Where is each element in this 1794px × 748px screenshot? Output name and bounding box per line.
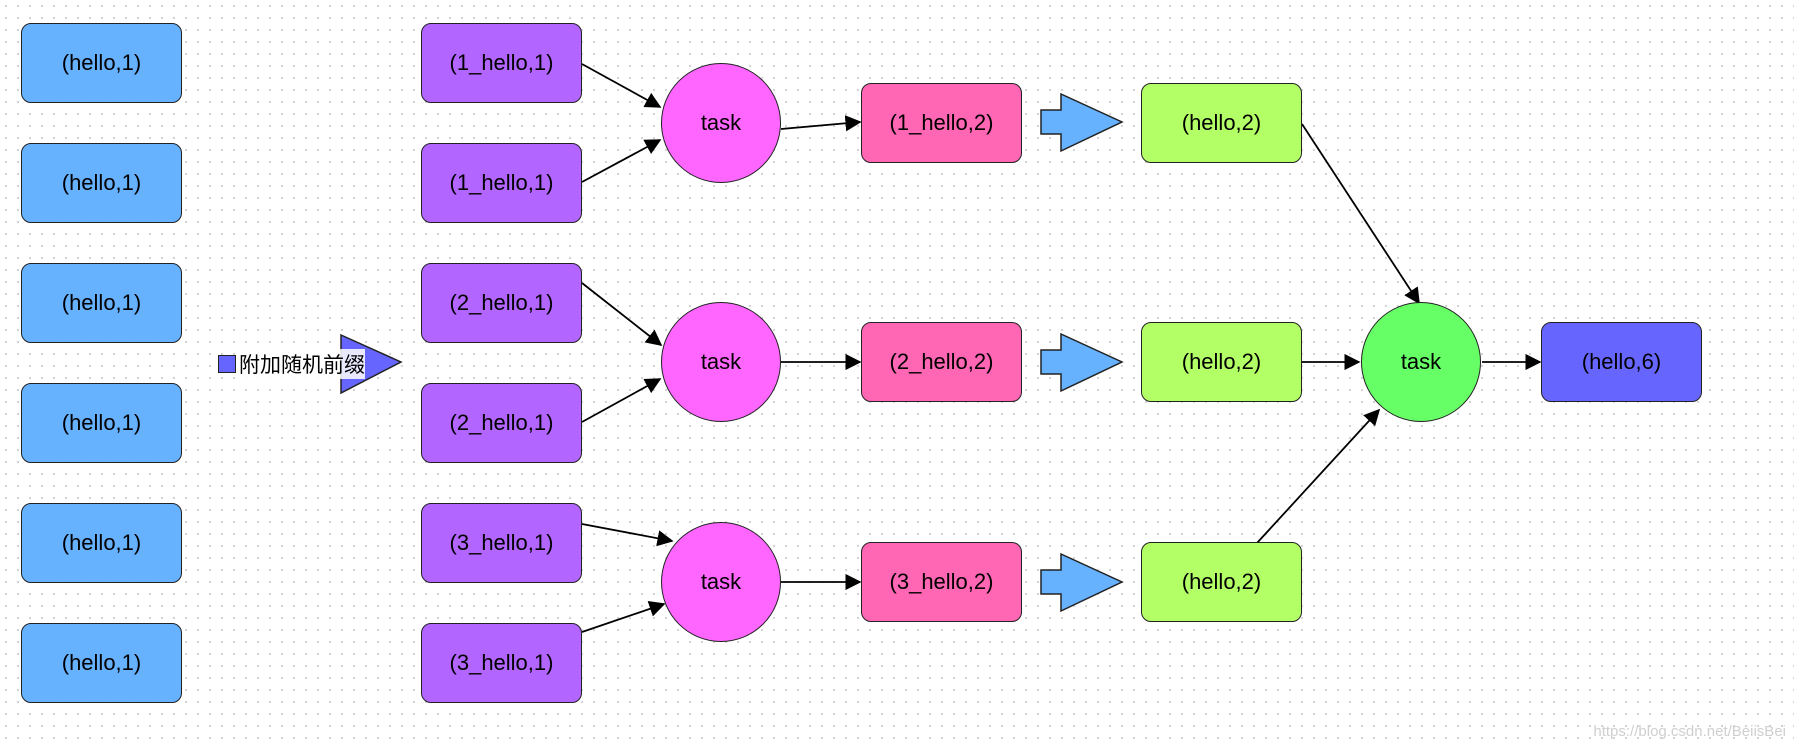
global-task: task xyxy=(1361,302,1481,422)
prefixed-node-1: (1_hello,1) xyxy=(421,23,582,103)
prefixed-node-label: (2_hello,1) xyxy=(449,290,554,315)
local-task-3: task xyxy=(661,522,781,642)
stripped-result-1: (hello,2) xyxy=(1141,83,1302,163)
prefixed-node-2: (1_hello,1) xyxy=(421,143,582,223)
prefixed-node-3: (2_hello,1) xyxy=(421,263,582,343)
prefixed-node-label: (3_hello,1) xyxy=(449,650,554,675)
arrow-prefixed3-task2 xyxy=(581,282,663,347)
input-node-5: (hello,1) xyxy=(21,503,182,583)
task-label: task xyxy=(700,569,742,594)
block-arrow-3 xyxy=(1040,552,1124,613)
arrow-prefixed6-task3 xyxy=(581,601,666,633)
partial-result-label: (2_hello,2) xyxy=(889,349,994,374)
local-task-2: task xyxy=(661,302,781,422)
block-arrow-2 xyxy=(1040,332,1124,393)
arrow-prefixed5-task3 xyxy=(581,523,674,547)
input-node-label: (hello,1) xyxy=(61,170,142,195)
block-arrow-1 xyxy=(1040,92,1124,153)
legend-label: 附加随机前缀 xyxy=(239,349,365,379)
arrow-prefixed1-task1 xyxy=(581,63,662,108)
input-node-label: (hello,1) xyxy=(61,530,142,555)
input-node-3: (hello,1) xyxy=(21,263,182,343)
stripped-result-label: (hello,2) xyxy=(1181,349,1262,374)
partial-result-1: (1_hello,2) xyxy=(861,83,1022,163)
stripped-result-label: (hello,2) xyxy=(1181,569,1262,594)
partial-result-label: (1_hello,2) xyxy=(889,110,994,135)
partial-result-2: (2_hello,2) xyxy=(861,322,1022,402)
prefixed-node-5: (3_hello,1) xyxy=(421,503,582,583)
partial-result-3: (3_hello,2) xyxy=(861,542,1022,622)
partial-result-label: (3_hello,2) xyxy=(889,569,994,594)
arrow-stripped1-global xyxy=(1301,123,1420,305)
input-node-6: (hello,1) xyxy=(21,623,182,703)
task-label: task xyxy=(700,349,742,374)
stripped-result-label: (hello,2) xyxy=(1181,110,1262,135)
input-node-label: (hello,1) xyxy=(61,50,142,75)
input-node-label: (hello,1) xyxy=(61,650,142,675)
task-label: task xyxy=(1400,349,1442,374)
input-node-4: (hello,1) xyxy=(21,383,182,463)
task-label: task xyxy=(700,110,742,135)
prefixed-node-6: (3_hello,1) xyxy=(421,623,582,703)
watermark: https://blog.csdn.net/BeiisBei xyxy=(1593,723,1786,740)
arrow-prefixed2-task1 xyxy=(581,139,662,183)
legend-swatch xyxy=(218,355,236,373)
stripped-result-3: (hello,2) xyxy=(1141,542,1302,622)
prefixed-node-4: (2_hello,1) xyxy=(421,383,582,463)
final-result-label: (hello,6) xyxy=(1581,349,1662,374)
input-node-2: (hello,1) xyxy=(21,143,182,223)
input-node-label: (hello,1) xyxy=(61,290,142,315)
arrow-task1-partial1 xyxy=(780,115,862,132)
stripped-result-2: (hello,2) xyxy=(1141,322,1302,402)
input-node-1: (hello,1) xyxy=(21,23,182,103)
prefixed-node-label: (2_hello,1) xyxy=(449,410,554,435)
arrow-stripped3-global xyxy=(1256,408,1381,544)
input-node-label: (hello,1) xyxy=(61,410,142,435)
arrow-prefixed4-task2 xyxy=(581,378,662,423)
prefixed-node-label: (1_hello,1) xyxy=(449,50,554,75)
prefixed-node-label: (3_hello,1) xyxy=(449,530,554,555)
legend: 附加随机前缀 xyxy=(218,349,365,379)
final-result: (hello,6) xyxy=(1541,322,1702,402)
local-task-1: task xyxy=(661,63,781,183)
prefixed-node-label: (1_hello,1) xyxy=(449,170,554,195)
